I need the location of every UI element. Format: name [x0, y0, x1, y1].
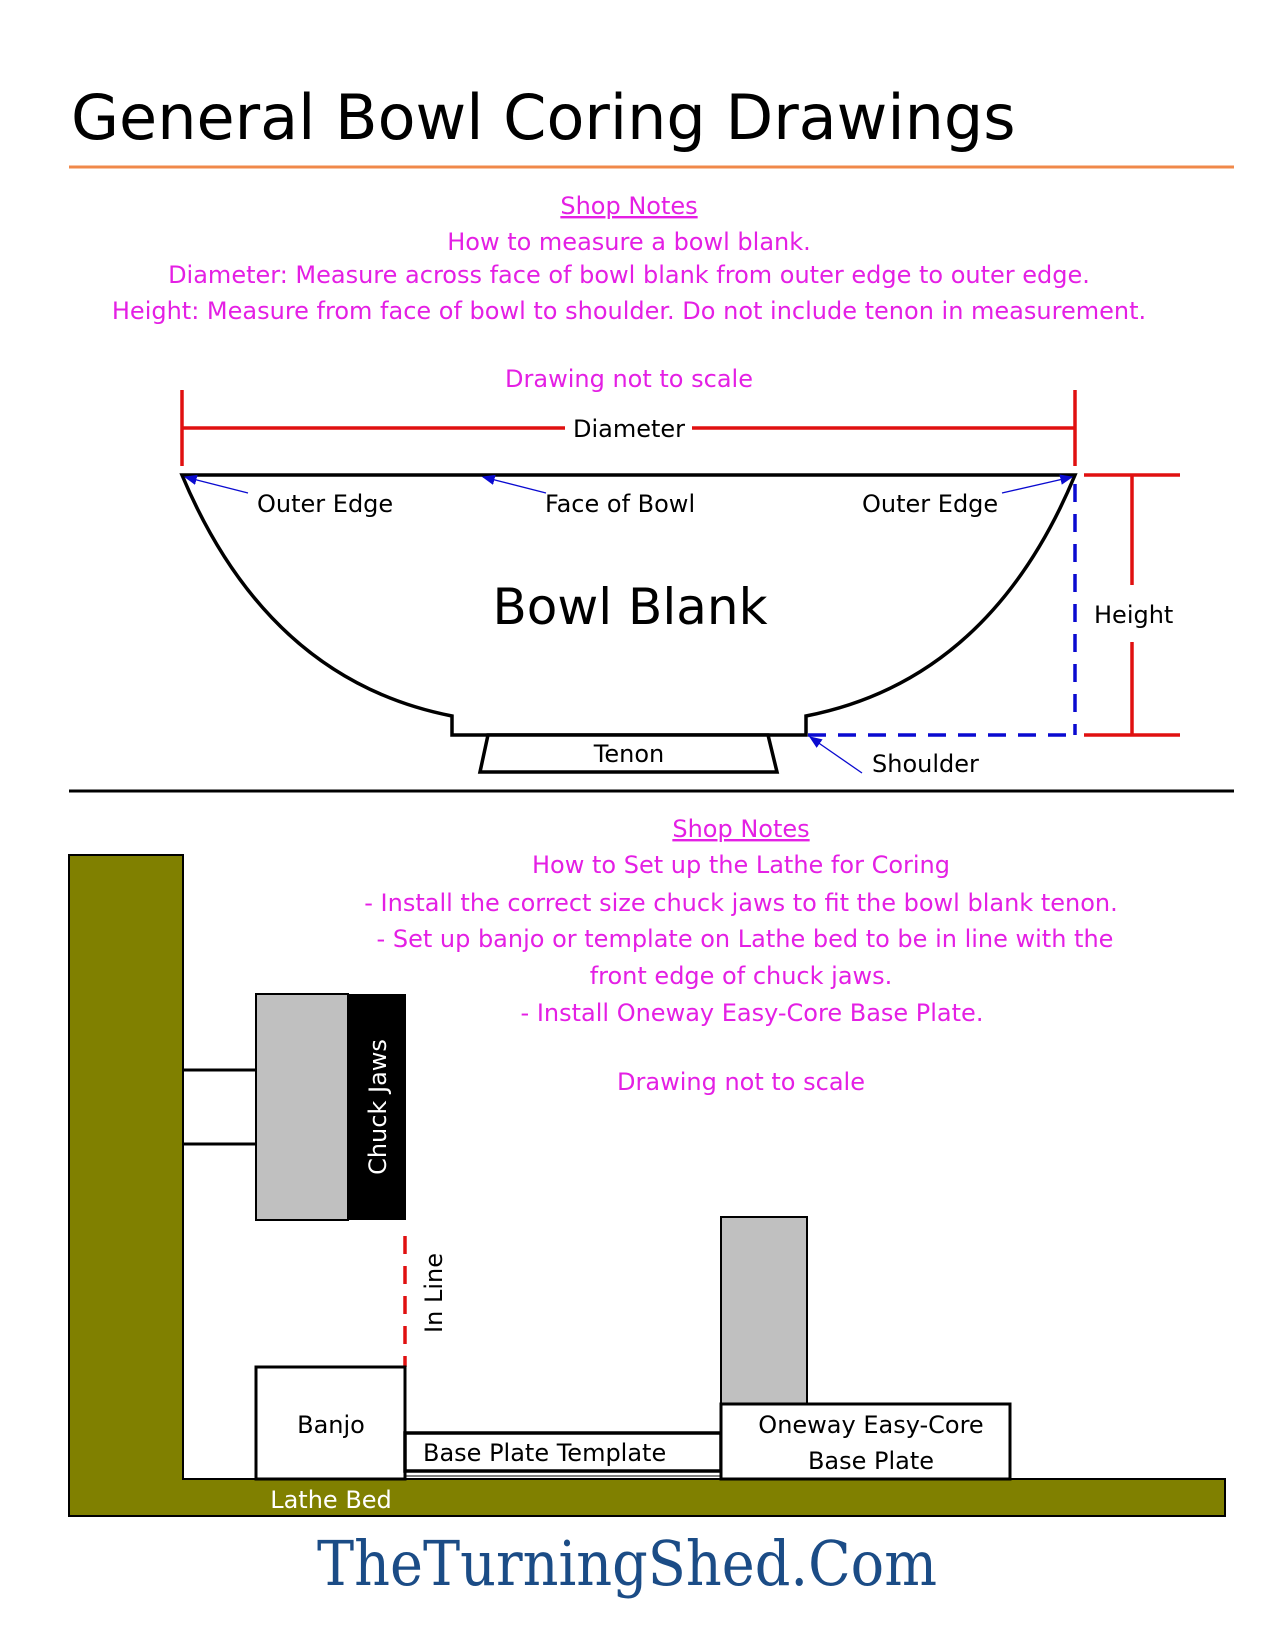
outer-edge-left-label: Outer Edge	[257, 490, 393, 518]
shop-notes-heading-2: Shop Notes	[672, 815, 809, 843]
easy-core-base-plate	[719, 1402, 1012, 1481]
tenon-label: Tenon	[593, 740, 664, 768]
lathe-headstock-and-bed	[68, 854, 1226, 1517]
diameter-dimension	[180, 390, 1077, 466]
banjo-label: Banjo	[297, 1411, 365, 1439]
scale-note-1: Drawing not to scale	[505, 365, 753, 393]
note-line: Height: Measure from face of bowl to sho…	[112, 297, 1146, 325]
bowl-blank-label: Bowl Blank	[492, 578, 767, 636]
spindle	[183, 1068, 256, 1146]
note-line: - Set up banjo or template on Lathe bed …	[377, 925, 1114, 953]
pointer-arrow	[481, 474, 547, 494]
in-line-label: In Line	[420, 1253, 448, 1333]
outer-edge-right-label: Outer Edge	[862, 490, 998, 518]
banjo	[254, 1365, 407, 1481]
bowl-blank-outline	[179, 473, 1078, 737]
note-line: How to measure a bowl blank.	[447, 228, 811, 256]
pointer-arrow	[183, 474, 249, 494]
face-of-bowl-label: Face of Bowl	[545, 490, 695, 518]
scale-note-2: Drawing not to scale	[617, 1068, 865, 1096]
chuck-jaws-label: Chuck Jaws	[364, 1039, 392, 1175]
base-plate-label-2: Base Plate	[808, 1447, 934, 1475]
note-line: - Install the correct size chuck jaws to…	[364, 889, 1117, 917]
base-plate-template-label: Base Plate Template	[423, 1439, 666, 1467]
height-dimension	[1084, 473, 1180, 737]
shoulder-label: Shoulder	[872, 750, 979, 778]
shop-notes-heading-1: Shop Notes	[560, 192, 697, 220]
base-plate-template	[403, 1431, 723, 1473]
tenon	[477, 733, 780, 774]
diameter-label: Diameter	[573, 415, 685, 443]
site-logo: TheTurningShed.Com	[317, 1527, 937, 1600]
note-line: - Install Oneway Easy-Core Base Plate.	[521, 999, 984, 1027]
height-guide-dashed	[808, 484, 1077, 737]
note-line: How to Set up the Lathe for Coring	[532, 851, 950, 879]
note-line: front edge of chuck jaws.	[590, 962, 893, 990]
pointer-arrow	[1001, 474, 1074, 494]
chuck-body	[255, 993, 349, 1221]
chuck-jaws	[348, 994, 406, 1220]
base-plate-label-1: Oneway Easy-Core	[758, 1411, 983, 1439]
height-label: Height	[1094, 601, 1173, 629]
page-title: General Bowl Coring Drawings	[71, 81, 1016, 154]
pointer-arrow	[808, 736, 863, 774]
easy-core-post	[720, 1216, 808, 1405]
note-line: Diameter: Measure across face of bowl bl…	[168, 261, 1090, 289]
lathe-bed-label: Lathe Bed	[270, 1486, 392, 1514]
